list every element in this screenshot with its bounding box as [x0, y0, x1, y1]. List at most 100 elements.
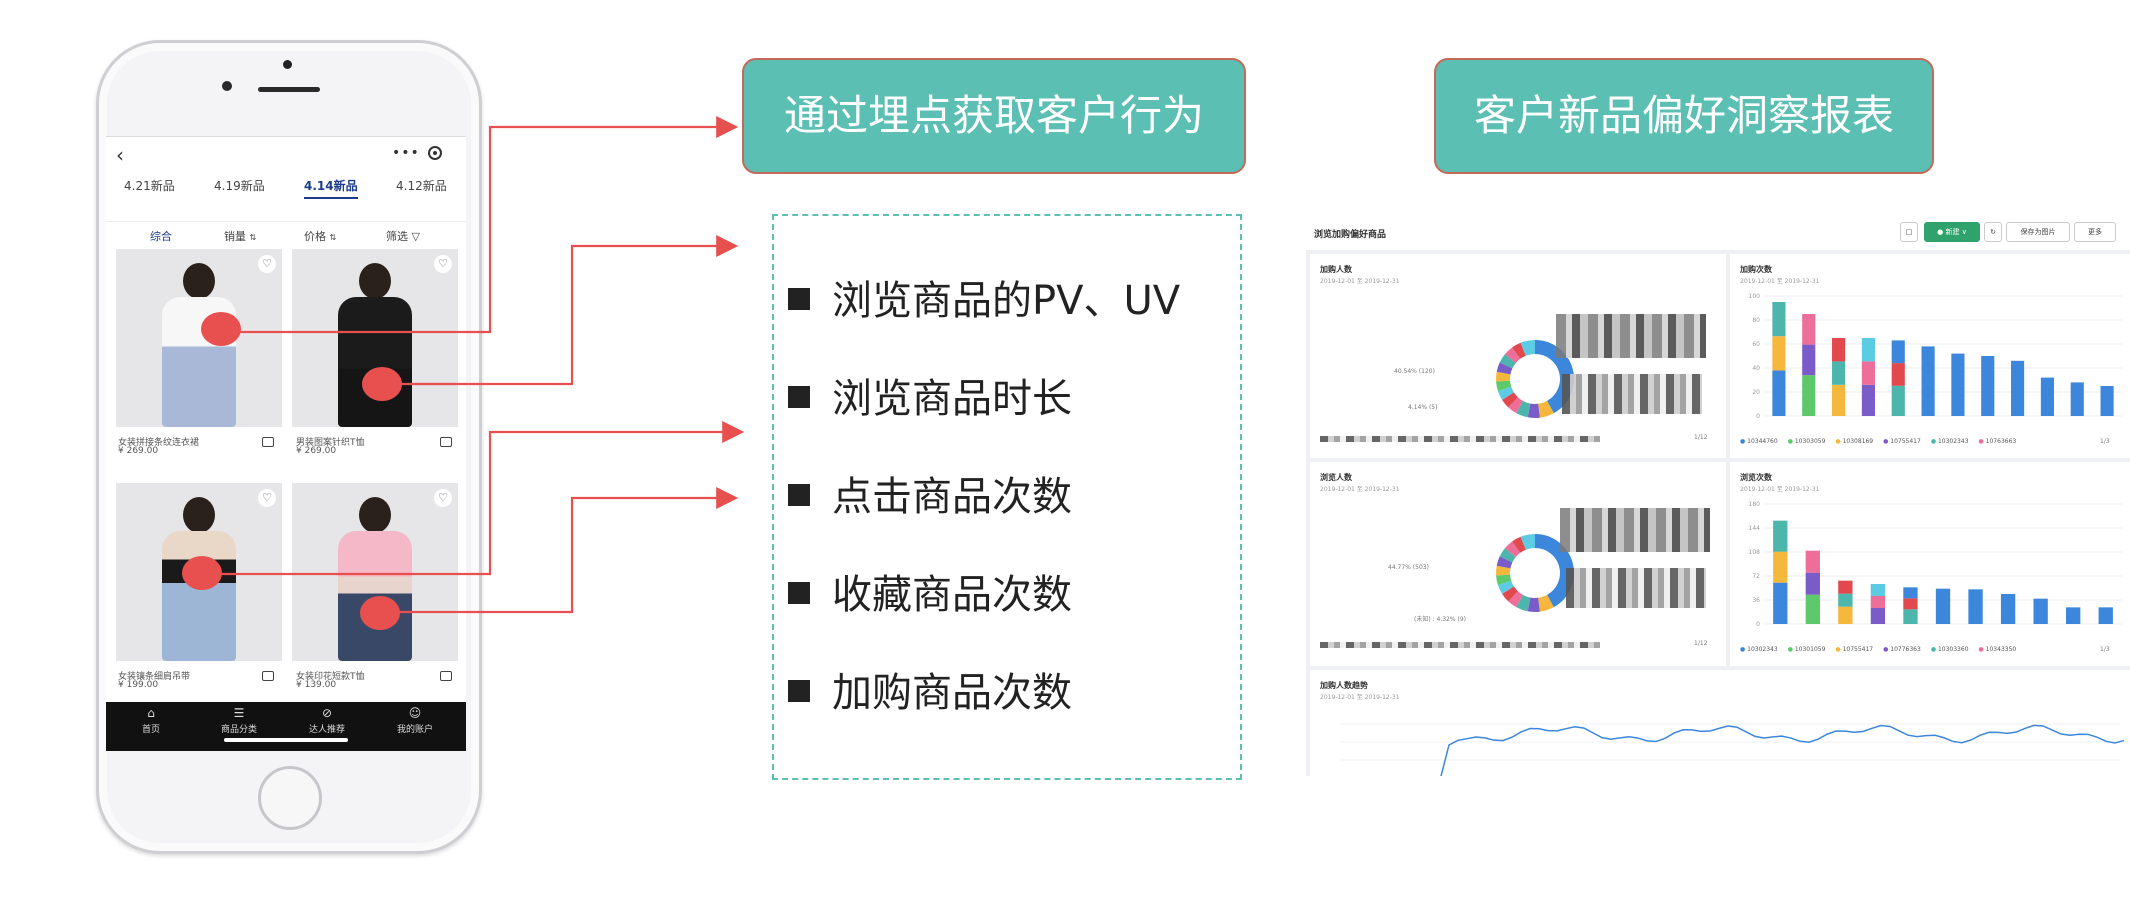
legend-item[interactable]: ● 10302343: [1740, 646, 1778, 653]
page-indicator[interactable]: 1/3: [2100, 646, 2110, 653]
legend-item[interactable]: ● 10303360: [1931, 646, 1969, 653]
donut-slice: [1496, 565, 1511, 576]
donut-slice: [1534, 340, 1574, 414]
tab-0421[interactable]: 4.21新品: [124, 179, 175, 193]
heart-icon[interactable]: ♡: [258, 255, 276, 273]
legend-item[interactable]: ● 10755417: [1883, 438, 1921, 445]
legend-item[interactable]: ● 10344760: [1740, 438, 1778, 445]
bar-segment: [1861, 338, 1875, 362]
tracking-point: [201, 312, 241, 346]
donut-slice: [1502, 586, 1519, 602]
nav-category[interactable]: ☰商品分类: [204, 706, 274, 735]
legend-item[interactable]: ● 10301059: [1788, 646, 1826, 653]
cart-bag-icon[interactable]: [440, 437, 452, 447]
behavior-label: 浏览商品时长: [832, 376, 1072, 422]
bar-segment: [1832, 384, 1846, 416]
legend-item[interactable]: ● 10302343: [1931, 438, 1969, 445]
product-card-image[interactable]: ♡: [116, 249, 282, 427]
tab-0412[interactable]: 4.12新品: [396, 179, 447, 193]
page-indicator[interactable]: 1/3: [2100, 438, 2110, 445]
legend-label: 10776363: [1890, 646, 1921, 653]
legend-dot-icon: ●: [1883, 438, 1891, 445]
blurred-legend: [1560, 508, 1710, 552]
nav-recommend[interactable]: ⊘达人推荐: [292, 706, 362, 735]
bar-segment: [1870, 584, 1886, 596]
legend-label: 10344760: [1747, 438, 1778, 445]
filter-sales-label: 销量: [224, 230, 246, 243]
heart-icon[interactable]: ♡: [258, 489, 276, 507]
nav-account[interactable]: ☺我的账户: [380, 706, 450, 735]
new-button[interactable]: ● 新建 ∨: [1924, 222, 1980, 242]
donut-slice: [1508, 591, 1524, 608]
cart-bag-icon[interactable]: [262, 671, 274, 681]
legend-item[interactable]: ● 10343350: [1979, 646, 2017, 653]
square-bullet-icon: [788, 484, 810, 506]
filter-sales[interactable]: 销量 ⇅: [224, 228, 256, 244]
filter-price[interactable]: 价格 ⇅: [304, 228, 336, 244]
phone-camera: [222, 81, 232, 91]
heart-icon[interactable]: ♡: [434, 489, 452, 507]
square-bullet-icon: [788, 386, 810, 408]
cart-bag-icon[interactable]: [262, 437, 274, 447]
bar-segment: [1870, 608, 1886, 624]
connector-line: [222, 116, 739, 334]
y-tick-label: 0: [1756, 413, 1760, 420]
filter-comprehensive[interactable]: 综合: [150, 230, 172, 243]
legend-item[interactable]: ● 10755417: [1835, 646, 1873, 653]
donut-slice: [1537, 594, 1554, 612]
donut-slice: [1520, 340, 1536, 356]
refresh-button[interactable]: ↻: [1984, 222, 2002, 242]
tab-0419[interactable]: 4.19新品: [214, 179, 265, 193]
panel-date: 2019-12-01 至 2019-12-31: [1320, 694, 1400, 701]
legend-dot-icon: ●: [1740, 438, 1748, 445]
close-miniprogram-icon[interactable]: [428, 146, 442, 160]
filter-price-label: 价格: [304, 230, 326, 243]
filter-screen[interactable]: 筛选 ▽: [386, 228, 420, 244]
legend-label: 10303059: [1794, 438, 1826, 445]
connector-line: [380, 487, 739, 614]
legend-label: 10755417: [1890, 438, 1921, 445]
nav-label: 首页: [141, 725, 160, 735]
legend-item[interactable]: ● 10776363: [1883, 646, 1921, 653]
connector-line: [382, 235, 739, 386]
model-tshirt: [338, 297, 412, 427]
save-image-button[interactable]: 保存为图片: [2006, 222, 2070, 242]
model-top-jeans: [162, 531, 236, 661]
donut-slice: [1499, 548, 1516, 563]
donut-slice: [1499, 354, 1516, 369]
tab-0414[interactable]: 4.14新品: [304, 177, 358, 199]
more-icon[interactable]: •••: [392, 145, 420, 161]
donut-slice: [1496, 380, 1512, 392]
connector-line: [202, 421, 745, 576]
legend-item[interactable]: ● 10308169: [1835, 438, 1873, 445]
heart-icon[interactable]: ♡: [434, 255, 452, 273]
filter-screen-label: 筛选: [386, 230, 408, 243]
bottom-nav: ⌂首页 ☰商品分类 ⊘达人推荐 ☺我的账户: [106, 702, 466, 751]
nav-home[interactable]: ⌂首页: [116, 706, 186, 735]
legend-dot-icon: ●: [1787, 438, 1795, 445]
bar-segment: [1891, 385, 1905, 416]
legend-item[interactable]: ● 10303059: [1788, 438, 1826, 445]
nav-label: 达人推荐: [308, 725, 345, 735]
y-tick-label: 20: [1752, 389, 1760, 396]
product-card-image[interactable]: ♡: [292, 483, 458, 661]
y-tick-label: 180: [1749, 501, 1761, 508]
model-head: [183, 497, 215, 533]
phone-home-button[interactable]: [258, 766, 322, 830]
more-button[interactable]: 更多: [2074, 222, 2116, 242]
back-icon[interactable]: ‹: [116, 143, 124, 167]
page-indicator[interactable]: 1/12: [1694, 434, 1708, 441]
product-price: ¥ 199.00: [118, 680, 159, 690]
phone-sensor: [283, 60, 292, 69]
legend-dot-icon: ●: [1930, 438, 1938, 445]
behavior-label: 收藏商品次数: [832, 572, 1072, 618]
page-indicator[interactable]: 1/12: [1694, 640, 1708, 647]
y-tick-label: 0: [1756, 621, 1760, 628]
product-name: 女装拼接条纹连衣裙: [118, 438, 200, 448]
calendar-button[interactable]: □: [1900, 222, 1918, 242]
cart-bag-icon[interactable]: [440, 671, 452, 681]
nav-label: 我的账户: [396, 725, 433, 735]
legend-item[interactable]: ● 10763663: [1979, 438, 2017, 445]
panel-browse-users: 浏览人数 2019-12-01 至 2019-12-31 44.77% (503…: [1310, 462, 1726, 666]
blurred-legend-row: [1320, 642, 1600, 648]
